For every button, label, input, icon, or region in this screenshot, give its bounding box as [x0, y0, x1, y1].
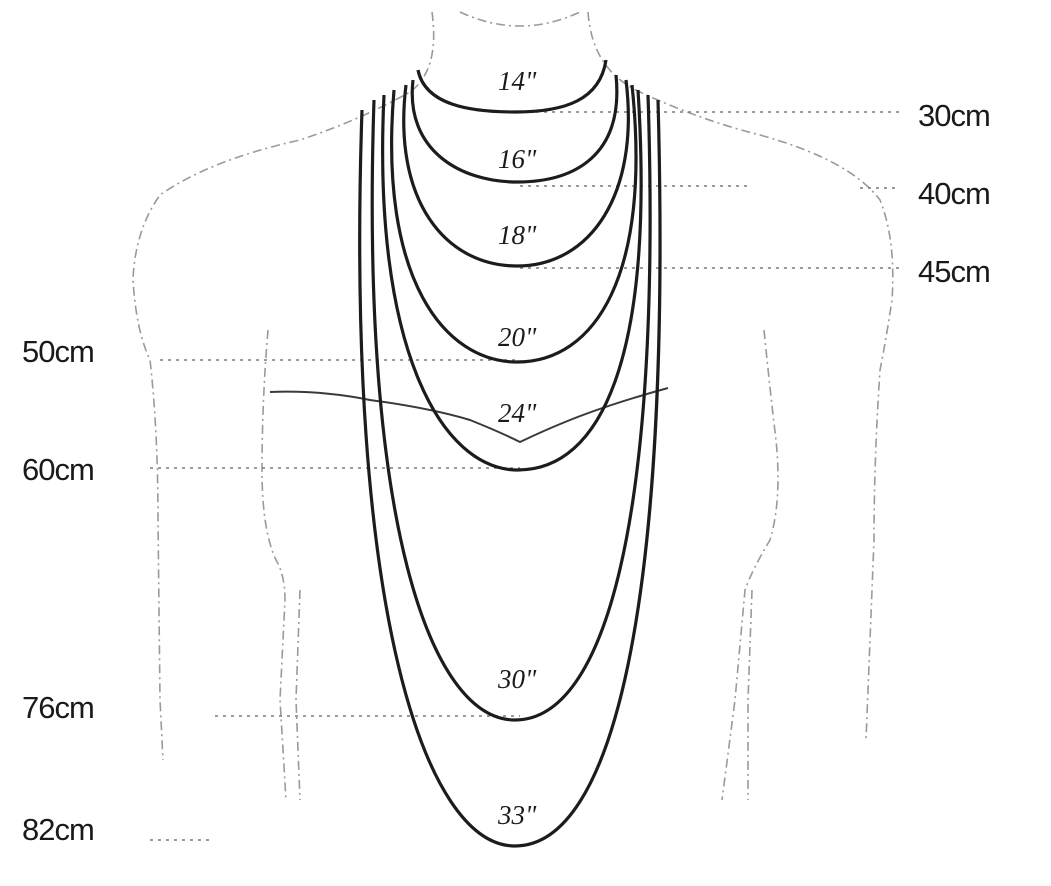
cm-labels: 30cm 40cm 45cm 50cm 60cm 76cm 82cm — [22, 98, 991, 847]
cm-label-60: 60cm — [22, 452, 94, 487]
neck-outline — [459, 11, 581, 27]
cm-label-40: 40cm — [918, 176, 990, 211]
necklace-14-inch — [416, 59, 608, 114]
necklaces — [358, 59, 662, 848]
cm-label-45: 45cm — [918, 254, 990, 289]
left-arm-inner-outline — [295, 589, 301, 801]
inch-label-24: 24" — [498, 398, 537, 428]
inch-label-33: 33" — [497, 800, 537, 830]
left-torso-outline — [261, 329, 287, 801]
right-torso-outline — [721, 329, 779, 801]
inch-label-16: 16" — [498, 144, 537, 174]
left-neck-shoulder-outline — [132, 11, 435, 761]
cm-label-30: 30cm — [918, 98, 990, 133]
necklace-30-inch — [370, 94, 652, 722]
right-arm-inner-outline — [747, 589, 753, 800]
right-neck-shoulder-outline — [587, 11, 894, 741]
inch-label-30: 30" — [497, 664, 537, 694]
cm-label-50: 50cm — [22, 334, 94, 369]
inch-label-20: 20" — [498, 322, 537, 352]
necklace-33-inch — [358, 99, 662, 848]
inch-label-14: 14" — [498, 66, 537, 96]
necklace-18-inch — [402, 79, 630, 268]
necklace-24-inch — [381, 89, 643, 472]
inch-label-18: 18" — [498, 220, 537, 250]
bust-line — [269, 387, 669, 444]
necklace-20-inch — [390, 84, 638, 364]
cm-label-76: 76cm — [22, 690, 94, 725]
cm-label-82: 82cm — [22, 812, 94, 847]
mannequin-outline — [132, 11, 894, 801]
inch-labels: 14" 16" 18" 20" 24" 30" 33" — [497, 66, 537, 830]
guide-line-40cm — [520, 185, 900, 189]
necklace-16-inch — [410, 74, 619, 184]
